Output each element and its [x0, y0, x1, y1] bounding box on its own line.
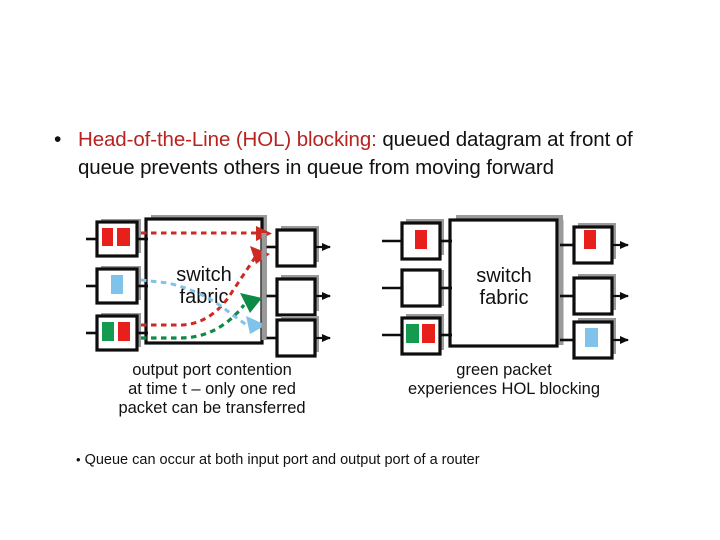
packet-red [415, 230, 427, 249]
hol-blocking-term: Head-of-the-Line (HOL) blocking: [78, 128, 377, 151]
port-shadow [281, 226, 319, 262]
caption-line-3: packet can be transferred [118, 399, 305, 417]
switch-fabric-box [144, 217, 264, 345]
caption-line-2: at time t – only one red [128, 380, 296, 398]
caption-line-2: experiences HOL blocking [408, 380, 600, 398]
bullet-marker: • [54, 128, 62, 151]
fabric-label-line1: switch [176, 264, 232, 286]
packet-blue [585, 328, 598, 347]
input-port-3 [382, 314, 452, 356]
input-port-2 [86, 266, 148, 305]
fabric-label-line2: fabric [480, 287, 529, 309]
switch-fabric-box [448, 218, 559, 348]
note-bullet-marker: • [76, 452, 81, 467]
port-box [572, 276, 614, 316]
note-text: Queue can occur at both input port and o… [84, 452, 480, 468]
packet-red [584, 230, 596, 249]
fabric-shadow [456, 215, 563, 341]
port-box [95, 314, 139, 352]
input-port-2 [382, 268, 452, 308]
flow-red-bottom [141, 246, 270, 327]
caption-line-1: output port contention [132, 361, 292, 379]
port-box [275, 318, 317, 358]
output-port-3 [560, 318, 629, 360]
flow-path [141, 304, 246, 340]
flow-blue [140, 278, 266, 334]
port-box [572, 225, 614, 265]
flow-arrowhead [246, 316, 266, 334]
flow-path [140, 278, 249, 328]
fabric-shadow [151, 215, 267, 339]
port-shadow [101, 219, 141, 253]
output-port-3 [264, 316, 331, 358]
port-shadow [101, 313, 141, 347]
packet-red [422, 324, 435, 343]
port-box [572, 320, 614, 360]
output-port-1 [264, 226, 331, 268]
port-shadow [281, 316, 319, 352]
port-shadow [578, 223, 616, 259]
port-shadow [406, 270, 444, 306]
port-shadow [101, 266, 141, 300]
fabric-label-line1: switch [476, 265, 532, 287]
port-shadow [406, 219, 444, 255]
port-box [275, 228, 317, 268]
flow-arrowhead [250, 246, 270, 264]
output-port-2 [560, 274, 629, 316]
flow-arrowhead [240, 293, 262, 313]
packet-red [118, 322, 130, 341]
port-shadow [578, 274, 616, 310]
packet-blue [111, 275, 123, 294]
port-box [400, 316, 442, 356]
bullet-rest-text: queued datagram at front of queue preven… [78, 128, 633, 179]
bullet-row: • Head-of-the-Line (HOL) blocking: queue… [54, 126, 678, 182]
input-port-1 [86, 219, 148, 258]
flow-red-top [141, 226, 272, 241]
port-box [95, 267, 139, 305]
packet-red [117, 228, 130, 246]
output-port-1 [560, 223, 629, 265]
bottom-note: •Queue can occur at both input port and … [76, 450, 676, 470]
input-port-1 [382, 219, 452, 261]
left-figure: switch fabric [86, 215, 331, 417]
flow-arrowhead [256, 226, 272, 241]
right-figure: switch fabric [382, 215, 629, 398]
port-box [400, 268, 442, 308]
fabric-label-line2: fabric [180, 286, 229, 308]
caption-line-1: green packet [456, 361, 552, 379]
packet-green [102, 322, 114, 341]
packet-green [406, 324, 419, 343]
port-box [95, 220, 139, 258]
port-shadow [578, 318, 616, 354]
flow-path [141, 255, 258, 327]
port-box [275, 277, 317, 317]
flow-green [141, 293, 262, 340]
input-port-3 [86, 313, 148, 352]
output-port-2 [264, 275, 331, 317]
port-shadow [281, 275, 319, 311]
main-bullet-block: • Head-of-the-Line (HOL) blocking: queue… [54, 126, 678, 182]
bullet-text: Head-of-the-Line (HOL) blocking: queued … [78, 126, 678, 182]
port-box [400, 221, 442, 261]
packet-red [102, 228, 113, 246]
port-shadow [406, 314, 444, 350]
